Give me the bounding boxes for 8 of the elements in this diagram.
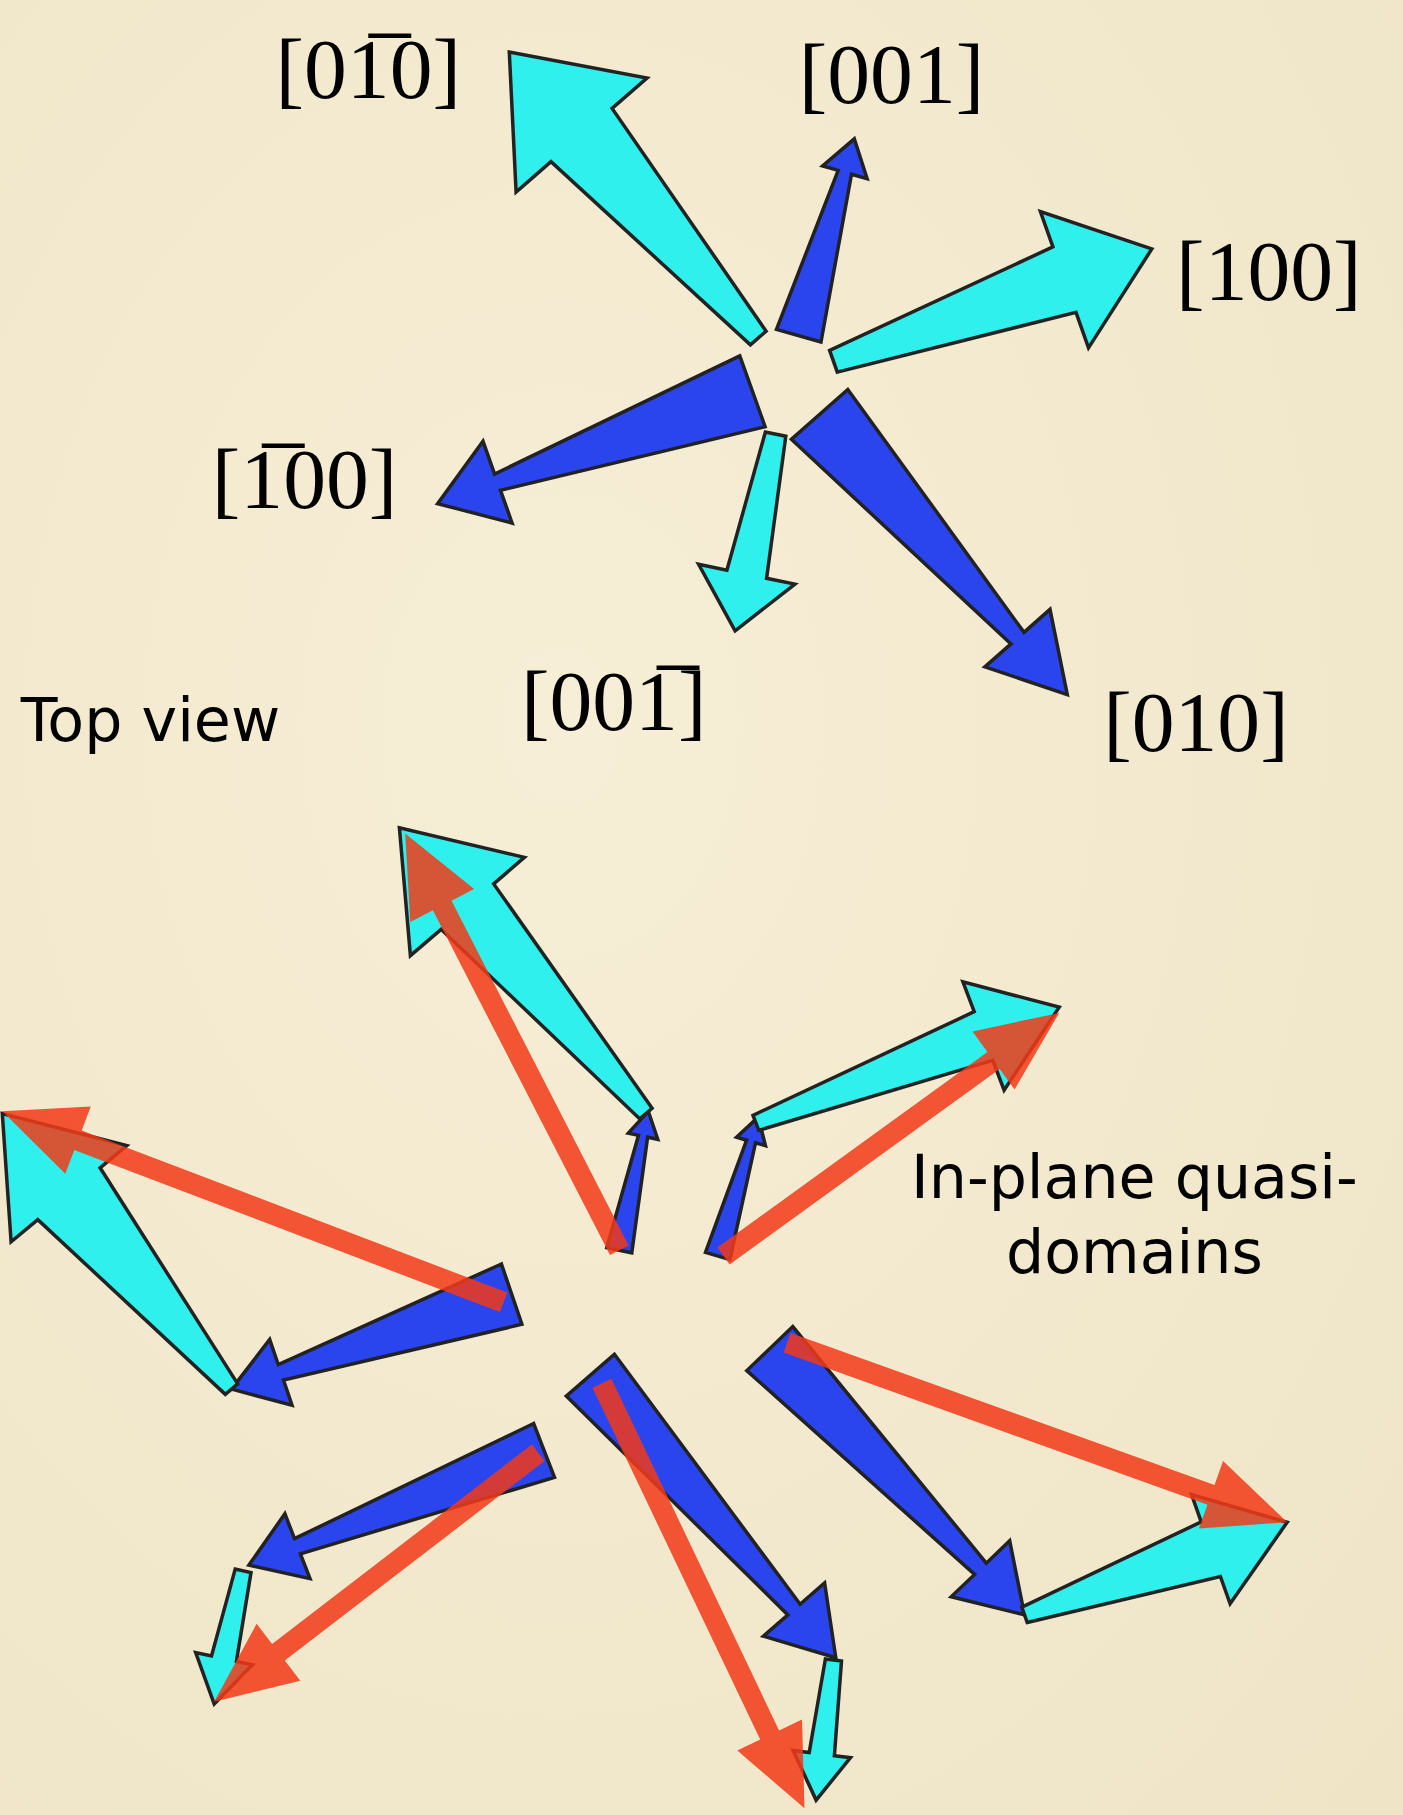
caption-text: Top view xyxy=(20,683,281,757)
direction-label: [010] xyxy=(1103,674,1289,773)
direction-label: [1̅00] xyxy=(211,431,398,529)
direction-label: [01̅0] xyxy=(275,21,462,120)
direction-label: [001̅] xyxy=(520,653,707,752)
direction-label: [100] xyxy=(1176,222,1362,321)
direction-label: [001] xyxy=(798,25,985,124)
caption-text: In-plane quasi-domains xyxy=(910,1141,1359,1290)
